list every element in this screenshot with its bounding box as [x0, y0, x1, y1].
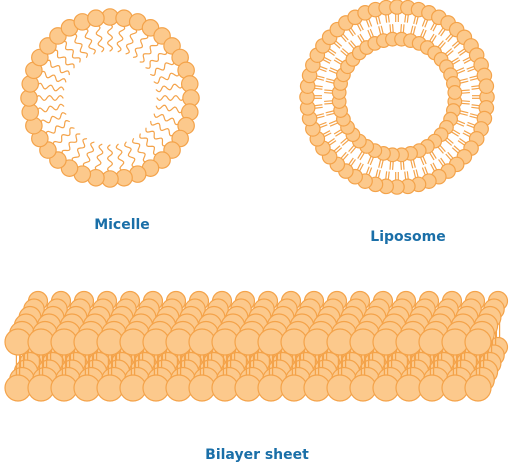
lipid-head: [189, 329, 215, 355]
lipid-tail: [125, 142, 136, 167]
lipid-tail: [53, 50, 74, 68]
lipid-head: [189, 375, 215, 401]
lipid-tail: [116, 144, 123, 170]
lipid-head: [258, 375, 284, 401]
lipid-head: [97, 375, 123, 401]
lipid-head: [419, 329, 445, 355]
lipid-tail: [117, 25, 124, 51]
lipid-tail: [53, 128, 74, 146]
lipid-head: [448, 86, 462, 100]
lipid-tail: [146, 128, 167, 146]
lipid-tail: [140, 134, 158, 155]
lipid-tail: [96, 25, 103, 51]
lipid-tail: [154, 73, 179, 84]
lipid-head: [419, 375, 445, 401]
lipid-tail: [41, 113, 66, 124]
lipid-head: [304, 375, 330, 401]
bilayer-sheet-structure: [5, 292, 508, 402]
lipid-tail: [156, 105, 182, 112]
lipid-head: [479, 79, 493, 93]
bilayer-sheet-label: Bilayer sheet: [205, 447, 309, 463]
lipid-head: [120, 329, 146, 355]
lipid-tail: [108, 24, 113, 51]
lipid-head: [350, 375, 376, 401]
micelle-structure: [21, 9, 199, 187]
lipid-head: [235, 375, 261, 401]
lipid-tail: [85, 29, 96, 54]
liposome-label: Liposome: [370, 229, 445, 245]
lipid-head: [350, 329, 376, 355]
lipid-head: [304, 329, 330, 355]
lipid-tail: [95, 144, 102, 170]
lipid-head: [465, 329, 491, 355]
lipid-head: [442, 375, 468, 401]
lipid-head: [281, 329, 307, 355]
lipid-head: [442, 329, 468, 355]
lipid-head: [88, 10, 104, 26]
lipid-tail: [63, 41, 81, 62]
lipid-head: [143, 375, 169, 401]
lipid-head: [51, 375, 77, 401]
lipid-head: [373, 375, 399, 401]
lipid-tail: [37, 104, 63, 111]
lipid-tail: [140, 41, 158, 62]
lipid-head: [51, 329, 77, 355]
lipid-head: [5, 375, 31, 401]
lipid-head: [465, 375, 491, 401]
lipid-head: [74, 375, 100, 401]
lipid-head: [97, 329, 123, 355]
lipid-head: [258, 329, 284, 355]
lipid-head: [281, 375, 307, 401]
lipid-tail: [157, 96, 184, 101]
lipid-head: [28, 375, 54, 401]
lipid-head: [74, 329, 100, 355]
liposome-structure: [300, 0, 494, 194]
lipid-head: [5, 329, 31, 355]
lipid-tail: [146, 51, 167, 69]
lipid-head: [28, 329, 54, 355]
lipid-head: [327, 329, 353, 355]
lipid-tail: [36, 96, 63, 101]
lipid-head: [166, 329, 192, 355]
lipid-head: [166, 375, 192, 401]
lipid-head: [373, 329, 399, 355]
lipid-head: [327, 375, 353, 401]
lipid-head: [235, 329, 261, 355]
lipid-head: [396, 329, 422, 355]
lipid-head: [143, 329, 169, 355]
micelle-label: Micelle: [94, 217, 150, 233]
lipid-head: [212, 375, 238, 401]
lipid-head: [396, 375, 422, 401]
lipid-tail: [108, 145, 113, 172]
lipid-tail: [156, 84, 182, 91]
lipid-head: [120, 375, 146, 401]
lipid-head: [212, 329, 238, 355]
lipid-tail: [37, 83, 63, 90]
lipid-tail: [62, 134, 80, 155]
